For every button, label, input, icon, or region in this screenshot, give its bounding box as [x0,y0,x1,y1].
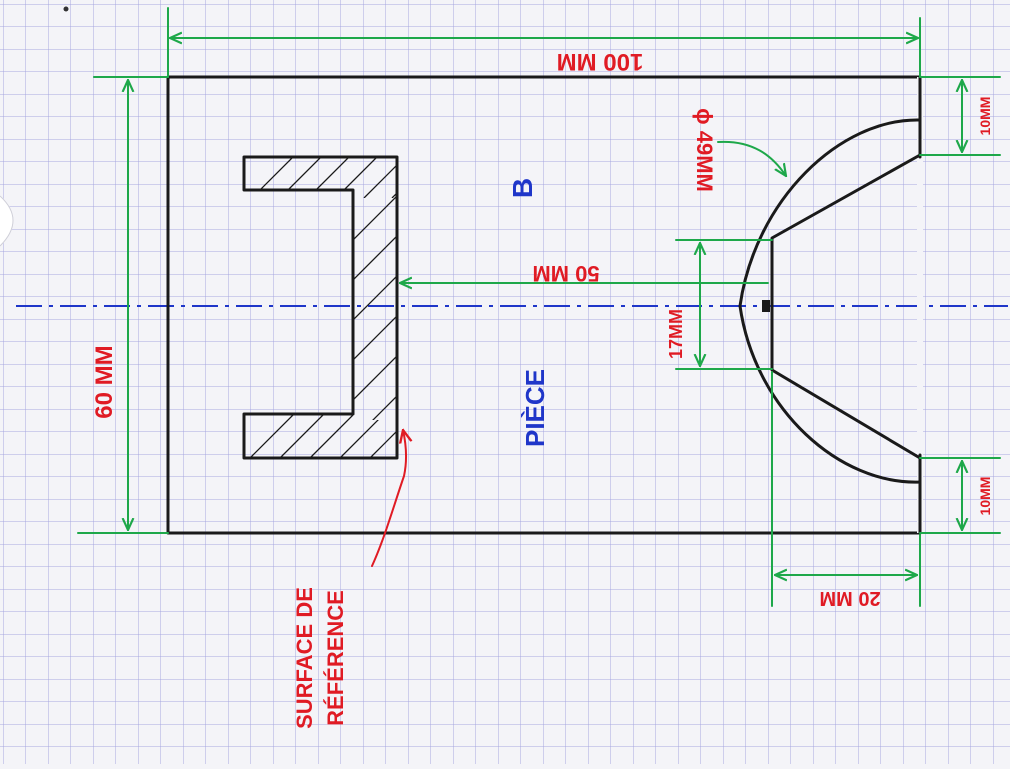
diameter-label: ϕ 49MM [692,108,717,192]
channel-profile [242,155,399,460]
height-dimension-label: 60 MM [91,345,118,418]
part-name: PIÈCE [520,369,550,447]
part-letter: B [507,178,538,198]
dimension-lines [77,7,1001,607]
binder-hole [0,195,14,247]
center-distance-label: 50 MM [532,261,599,286]
reference-label-line2: RÉFÉRENCE [323,590,348,726]
section-hatching [249,157,397,458]
ink-dot [63,6,69,12]
reference-label-line1: SURFACE DE [292,587,317,729]
top-step-label: 10MM [977,97,993,136]
flat-width-label: 17MM [666,309,686,359]
depth-dimension-label: 20 MM [819,587,880,609]
length-dimension-label: 100 MM [557,48,644,75]
bottom-step-label: 10MM [977,477,993,516]
reference-leader [371,430,406,567]
